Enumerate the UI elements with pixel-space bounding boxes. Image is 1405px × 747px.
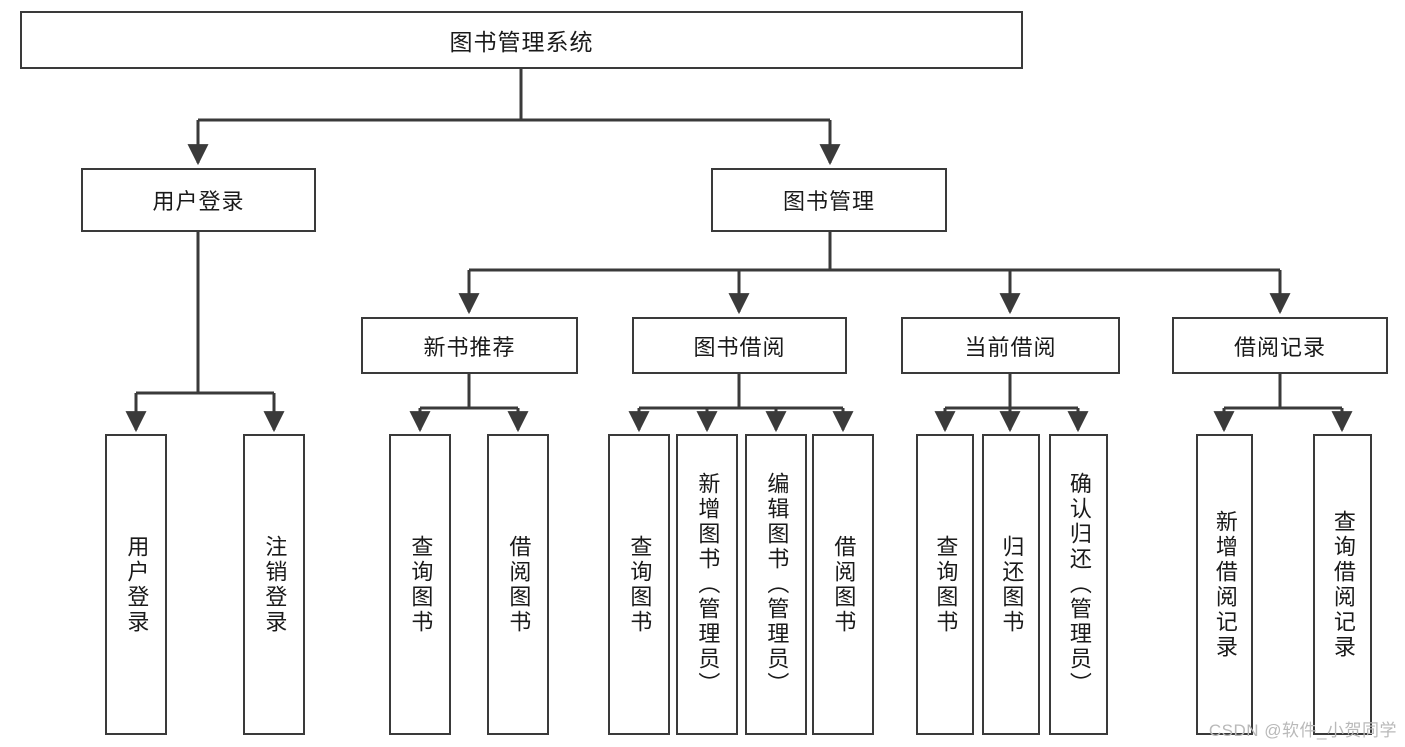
leaf-newbook-query-book[interactable]: 查询图书 [389,434,451,735]
node-label: 新增图书（管理员） [695,472,721,697]
leaf-user-login[interactable]: 用户登录 [105,434,167,735]
node-label: 当前借阅 [964,334,1057,360]
node-label: 查询图书 [933,534,959,635]
leaf-bookborrow-borrow-book[interactable]: 借阅图书 [812,434,874,735]
leaf-bookborrow-edit-book[interactable]: 编辑图书（管理员） [745,434,807,735]
node-borrow-record[interactable]: 借阅记录 [1172,317,1388,374]
leaf-currentborrow-confirm-return[interactable]: 确认归还（管理员） [1049,434,1108,735]
leaf-newbook-borrow-book[interactable]: 借阅图书 [487,434,549,735]
node-label: 用户登录 [152,189,245,214]
node-book-borrow[interactable]: 图书借阅 [632,317,847,374]
node-label: 用户登录 [124,534,150,635]
leaf-bookborrow-add-book[interactable]: 新增图书（管理员） [676,434,738,735]
node-label: 确认归还（管理员） [1066,472,1092,697]
leaf-logout[interactable]: 注销登录 [243,434,305,735]
node-label: 借阅记录 [1233,334,1326,360]
watermark-text: CSDN @软件_小贺同学 [1208,721,1397,740]
leaf-currentborrow-return-book[interactable]: 归还图书 [982,434,1040,735]
leaf-bookborrow-query-book[interactable]: 查询图书 [608,434,670,735]
node-label: 图书管理 [782,189,875,214]
node-label: 图书借阅 [693,334,786,360]
node-user-login[interactable]: 用户登录 [81,168,316,232]
node-book-manage[interactable]: 图书管理 [711,168,947,232]
node-label: 借阅图书 [831,534,857,635]
node-label: 查询借阅记录 [1330,509,1356,660]
leaf-currentborrow-query-book[interactable]: 查询图书 [916,434,974,735]
node-label: 编辑图书（管理员） [764,472,790,697]
node-label: 借阅图书 [506,534,532,635]
node-label: 归还图书 [999,534,1025,635]
node-label: 查询图书 [408,534,434,635]
node-label: 注销登录 [262,534,288,635]
node-label: 新书推荐 [423,334,516,360]
node-new-book-recommend[interactable]: 新书推荐 [361,317,578,374]
leaf-borrowrecord-add-record[interactable]: 新增借阅记录 [1196,434,1253,735]
node-label: 新增借阅记录 [1212,509,1238,660]
leaf-borrowrecord-query-record[interactable]: 查询借阅记录 [1313,434,1372,735]
node-current-borrow[interactable]: 当前借阅 [901,317,1120,374]
node-label: 查询图书 [627,534,653,635]
node-root-system[interactable]: 图书管理系统 [20,11,1023,69]
node-label: 图书管理系统 [449,29,594,55]
